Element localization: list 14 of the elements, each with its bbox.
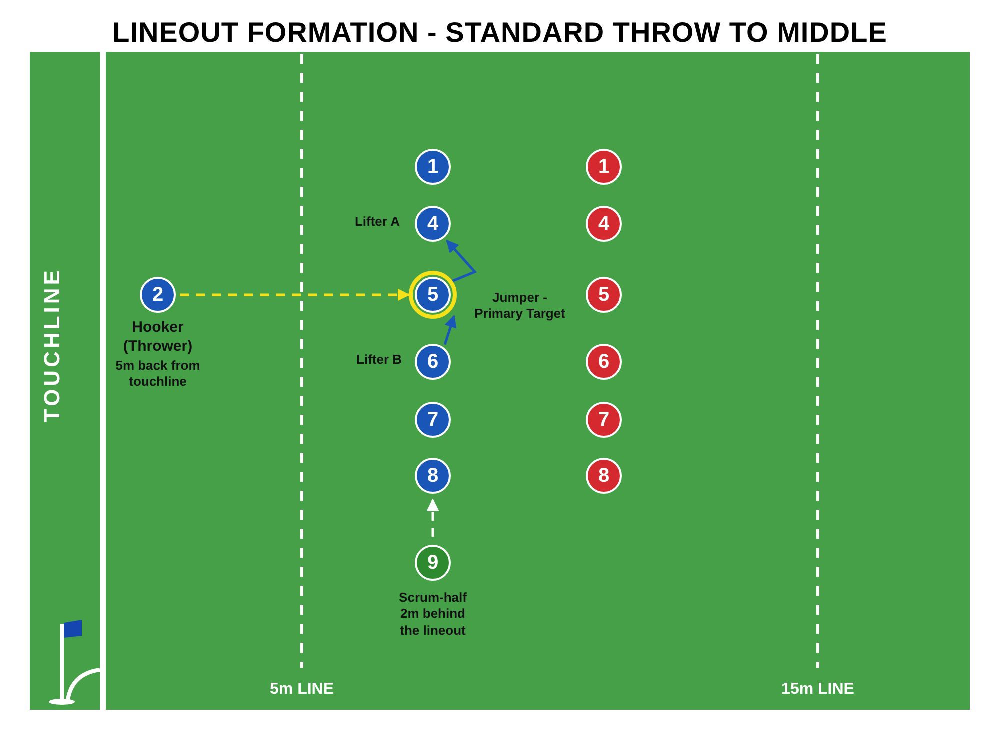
player-role-label: Jumper - Primary Target xyxy=(474,290,566,322)
arrow xyxy=(426,498,440,537)
player-role-label: 5m back from touchline xyxy=(114,358,202,390)
arrow xyxy=(444,315,457,346)
player-role-label: Lifter B xyxy=(356,352,402,368)
diagram-title: LINEOUT FORMATION - STANDARD THROW TO MIDDLE xyxy=(112,16,888,50)
player-role-label: Scrum-half 2m behind the lineout xyxy=(398,590,468,639)
arrow xyxy=(446,240,478,282)
line-label: 15m LINE xyxy=(782,680,854,700)
player-role-label: Lifter A xyxy=(354,214,400,230)
touchline-label: TOUCHLINE xyxy=(38,268,66,422)
arrow xyxy=(180,288,410,302)
player-role-label: Hooker (Thrower) xyxy=(122,319,194,356)
line-label: 5m LINE xyxy=(270,680,334,700)
